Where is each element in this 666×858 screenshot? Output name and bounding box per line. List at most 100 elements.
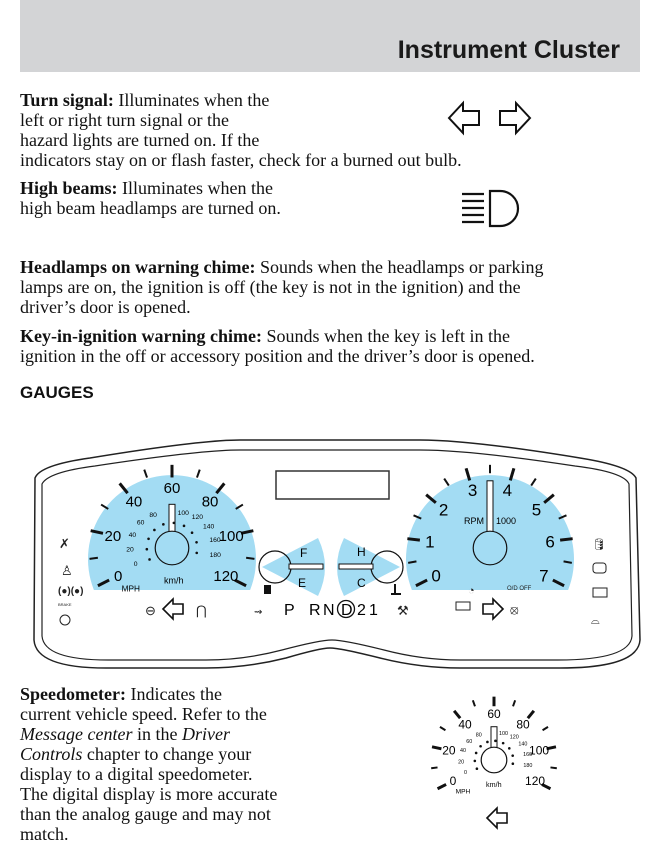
major-tick [546,745,557,751]
fuel-pump-icon [264,585,271,594]
kmh-label: 80 [149,512,157,519]
major-tick [240,529,254,535]
kmh-label: 40 [129,532,137,539]
kmh-dot [195,540,198,544]
kmh-dot [195,551,199,555]
needle-hub [154,530,190,566]
kmh-label: 120 [510,734,519,740]
gear-2: 2 [357,602,366,619]
cluster-inner-bezel [41,449,633,661]
tick-label: 6 [545,532,554,551]
kmh-label: 100 [178,510,190,517]
major-tick [407,537,421,542]
temperature-gauge: H C [337,538,404,596]
minor-tick [143,469,148,478]
tick-label: 0 [114,568,122,585]
kmh-label: 60 [137,520,145,527]
tick-label: 20 [104,528,121,545]
text: lamps are on, the ignition is off (the k… [20,277,521,297]
major-tick [452,709,462,720]
kmh-dot [182,524,186,528]
tire-pressure-icon: ⦻ [510,602,519,617]
tick-label: 3 [468,481,477,500]
tick-label: 100 [219,528,244,545]
minor-tick [100,503,109,510]
tick-label: 20 [442,744,456,758]
traction-icon: ⇝ [254,607,262,618]
tick-label: 40 [458,718,472,732]
text: than the analog gauge and may not [20,804,271,824]
kmh-dot [172,521,176,525]
minor-tick [471,699,476,707]
kmh-label: 140 [518,742,527,748]
term: Key-in-ignition warning chime: [20,326,262,346]
seatbelt-icon: ♙ [61,563,73,578]
check-engine-icon [592,562,607,574]
door-ajar-icon: ⌓ [591,615,600,627]
text: The digital display is more accurate [20,784,278,804]
coolant-icon [391,584,401,595]
tick-label: 120 [525,774,545,788]
kmh-label: 0 [464,770,467,776]
high-beams-paragraph: High beams: Illuminates when the high be… [20,178,281,218]
term: Speedometer: [20,684,126,704]
needle-hub [472,530,508,566]
text: match. [20,824,69,844]
left-turn-icon [485,806,508,830]
minor-tick [407,560,417,564]
headlamps-chime-paragraph: Headlamps on warning chime: Sounds when … [20,257,543,317]
text: indicators stay on or flash faster, chec… [20,150,462,170]
prnd-indicator: P R N D 2 1 [284,599,378,619]
major-tick [508,467,516,481]
text: left or right turn signal or the [20,110,229,130]
tick-label: 2 [439,500,448,519]
kmh-dot [511,762,515,766]
message-center-display [275,470,390,500]
kmh-dot [501,741,505,745]
major-tick [90,529,104,535]
right-turn-icon [482,597,505,621]
brake-label: BRAKE [58,602,72,607]
needle [486,480,494,534]
fuel-gauge: F E [258,538,325,596]
kmh-label: 0 [134,561,138,568]
kmh-dot [475,767,479,771]
minor-tick [530,478,537,487]
minor-tick [431,766,438,770]
minor-tick [439,726,446,732]
kmh-unit: km/h [164,575,184,585]
key-chime-paragraph: Key-in-ignition warning chime: Sounds wh… [20,326,535,366]
kmh-dot [511,754,515,757]
tick-label: 0 [431,567,440,586]
mph-unit: MPH [456,788,471,795]
kmh-dot [473,759,477,763]
major-tick [436,783,447,791]
kmh-label: 120 [192,514,204,521]
kmh-dot [147,537,150,541]
battery-icon [592,587,608,598]
text: ignition in the off or accessory positio… [20,346,535,366]
minor-tick [563,560,573,564]
oil-pressure-icon: 🛢 [592,538,606,551]
turn-signal-icon [447,100,532,136]
minor-tick [413,514,422,520]
gear-d-selected: D [341,602,353,619]
text: in the [132,724,182,744]
chapter-reference: Controls [20,744,83,764]
kmh-unit: km/h [486,780,502,789]
text: hazard lights are turned on. If the [20,130,260,150]
minor-tick [512,699,517,707]
major-tick [552,578,565,588]
text: display to a digital speedometer. [20,764,253,784]
left-turn-icon [161,597,184,621]
major-tick [543,493,555,504]
minor-tick [550,766,557,770]
major-tick [541,783,552,791]
kmh-dot [190,531,194,535]
text: Sounds when the headlamps or parking [255,257,544,277]
turn-signal-paragraph: Turn signal: Illuminates when the left o… [20,90,462,170]
major-tick [431,745,442,751]
tick-label: 100 [529,744,549,758]
